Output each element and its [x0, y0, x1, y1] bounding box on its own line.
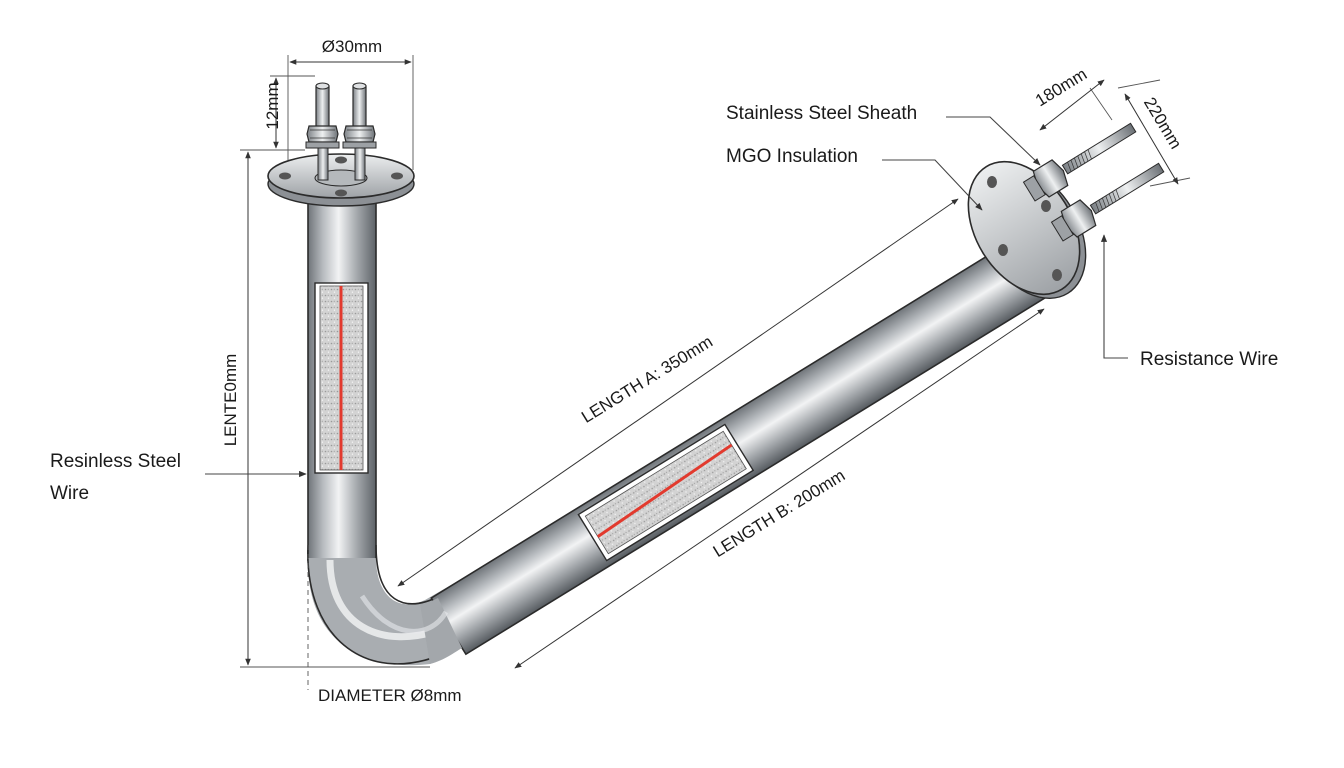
resistance-wire-label: Resistance Wire	[1140, 349, 1278, 370]
flange-hole	[987, 176, 997, 188]
flange-hole	[998, 244, 1008, 256]
flange-hole	[1041, 200, 1051, 212]
terminal-right	[342, 82, 377, 181]
terminal-right-upper	[1022, 122, 1137, 202]
vertical-length-label: LENTE0mm	[221, 354, 240, 447]
right-terminal-b-label: 220mm	[1140, 94, 1185, 152]
tube-diameter-label: DIAMETER Ø8mm	[318, 686, 462, 705]
right-terminal-a-label: 180mm	[1032, 64, 1090, 110]
dimension-lines	[240, 55, 1191, 690]
flange-hole	[391, 172, 403, 180]
leader-lines	[205, 116, 1128, 478]
sheath-tube	[307, 199, 1053, 666]
resinless-steel-wire-label-line1: Resinless Steel	[50, 451, 181, 472]
tube-diagonal	[430, 237, 1053, 656]
top-flange-assembly	[267, 82, 415, 207]
terminal-left	[305, 82, 340, 181]
flange-diameter-label: Ø30mm	[322, 37, 382, 56]
terminal-height-label: 12mm	[263, 82, 282, 129]
cutaway-vertical	[314, 282, 369, 474]
flange-hole	[335, 189, 347, 197]
flange-hole	[1052, 269, 1062, 281]
callout-text: Stainless Steel Sheath MGO Insulation Re…	[50, 103, 1278, 504]
stainless-steel-sheath-label: Stainless Steel Sheath	[726, 103, 917, 124]
flange-hole	[335, 156, 347, 164]
flange-hole	[279, 172, 291, 180]
mgo-insulation-label: MGO Insulation	[726, 146, 858, 167]
length-a-label: LENGTH A: 350mm	[578, 332, 716, 427]
resinless-steel-wire-label-line2: Wire	[50, 483, 89, 504]
right-flange-assembly	[967, 122, 1165, 299]
